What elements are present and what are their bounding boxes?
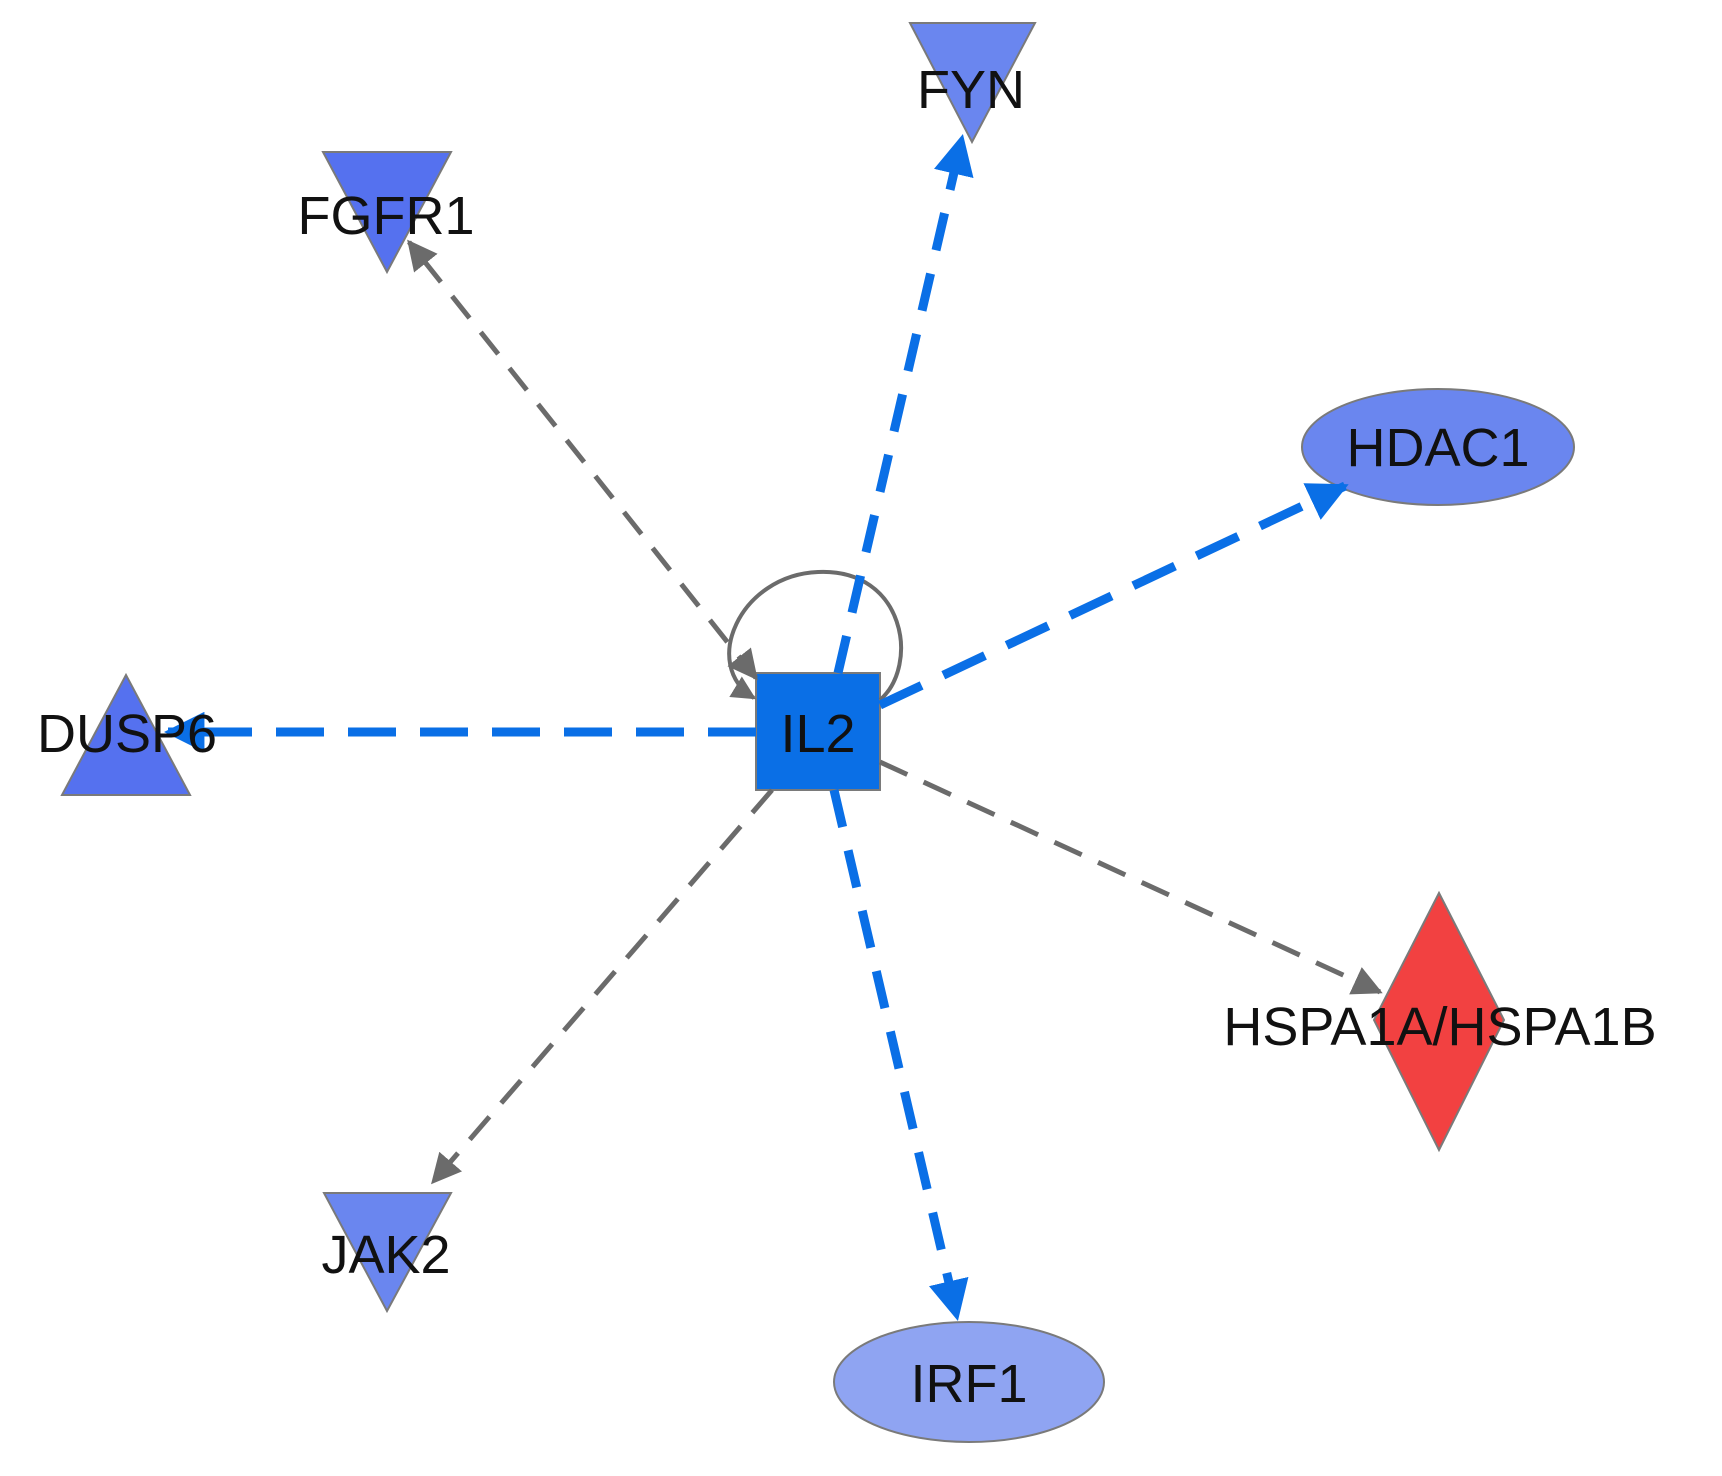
irf1-node-shape[interactable] <box>833 1321 1105 1443</box>
irf1-node-label: IRF1 <box>910 1354 1027 1414</box>
fyn-node-label: FYN <box>917 60 1025 120</box>
jak2-node-label: JAK2 <box>321 1225 450 1285</box>
hspa-node-shape[interactable] <box>1372 890 1506 1153</box>
fgfr1-node-shape[interactable] <box>321 151 453 275</box>
il2-node-shape[interactable] <box>755 672 881 791</box>
edge-il2-fgfr1 <box>407 239 758 681</box>
edge-il2-jak2 <box>431 788 774 1185</box>
dusp6-node-shape[interactable] <box>60 672 192 796</box>
edge-il2-hspa <box>878 759 1383 995</box>
fgfr1-node-label: FGFR1 <box>297 186 474 246</box>
dusp6-node-label: DUSP6 <box>37 704 217 764</box>
il2-node-label: IL2 <box>780 704 855 764</box>
jak2-node-shape[interactable] <box>322 1192 453 1314</box>
hdac1-node-label: HDAC1 <box>1346 418 1529 478</box>
edge-il2-irf1 <box>829 788 969 1321</box>
edge-il2-fyn <box>833 134 974 675</box>
hspa-node-label: HSPA1A/HSPA1B <box>1223 997 1656 1057</box>
fyn-node-shape[interactable] <box>908 22 1037 145</box>
hdac1-node-shape[interactable] <box>1301 388 1575 506</box>
edge-il2-hdac1 <box>878 481 1349 710</box>
